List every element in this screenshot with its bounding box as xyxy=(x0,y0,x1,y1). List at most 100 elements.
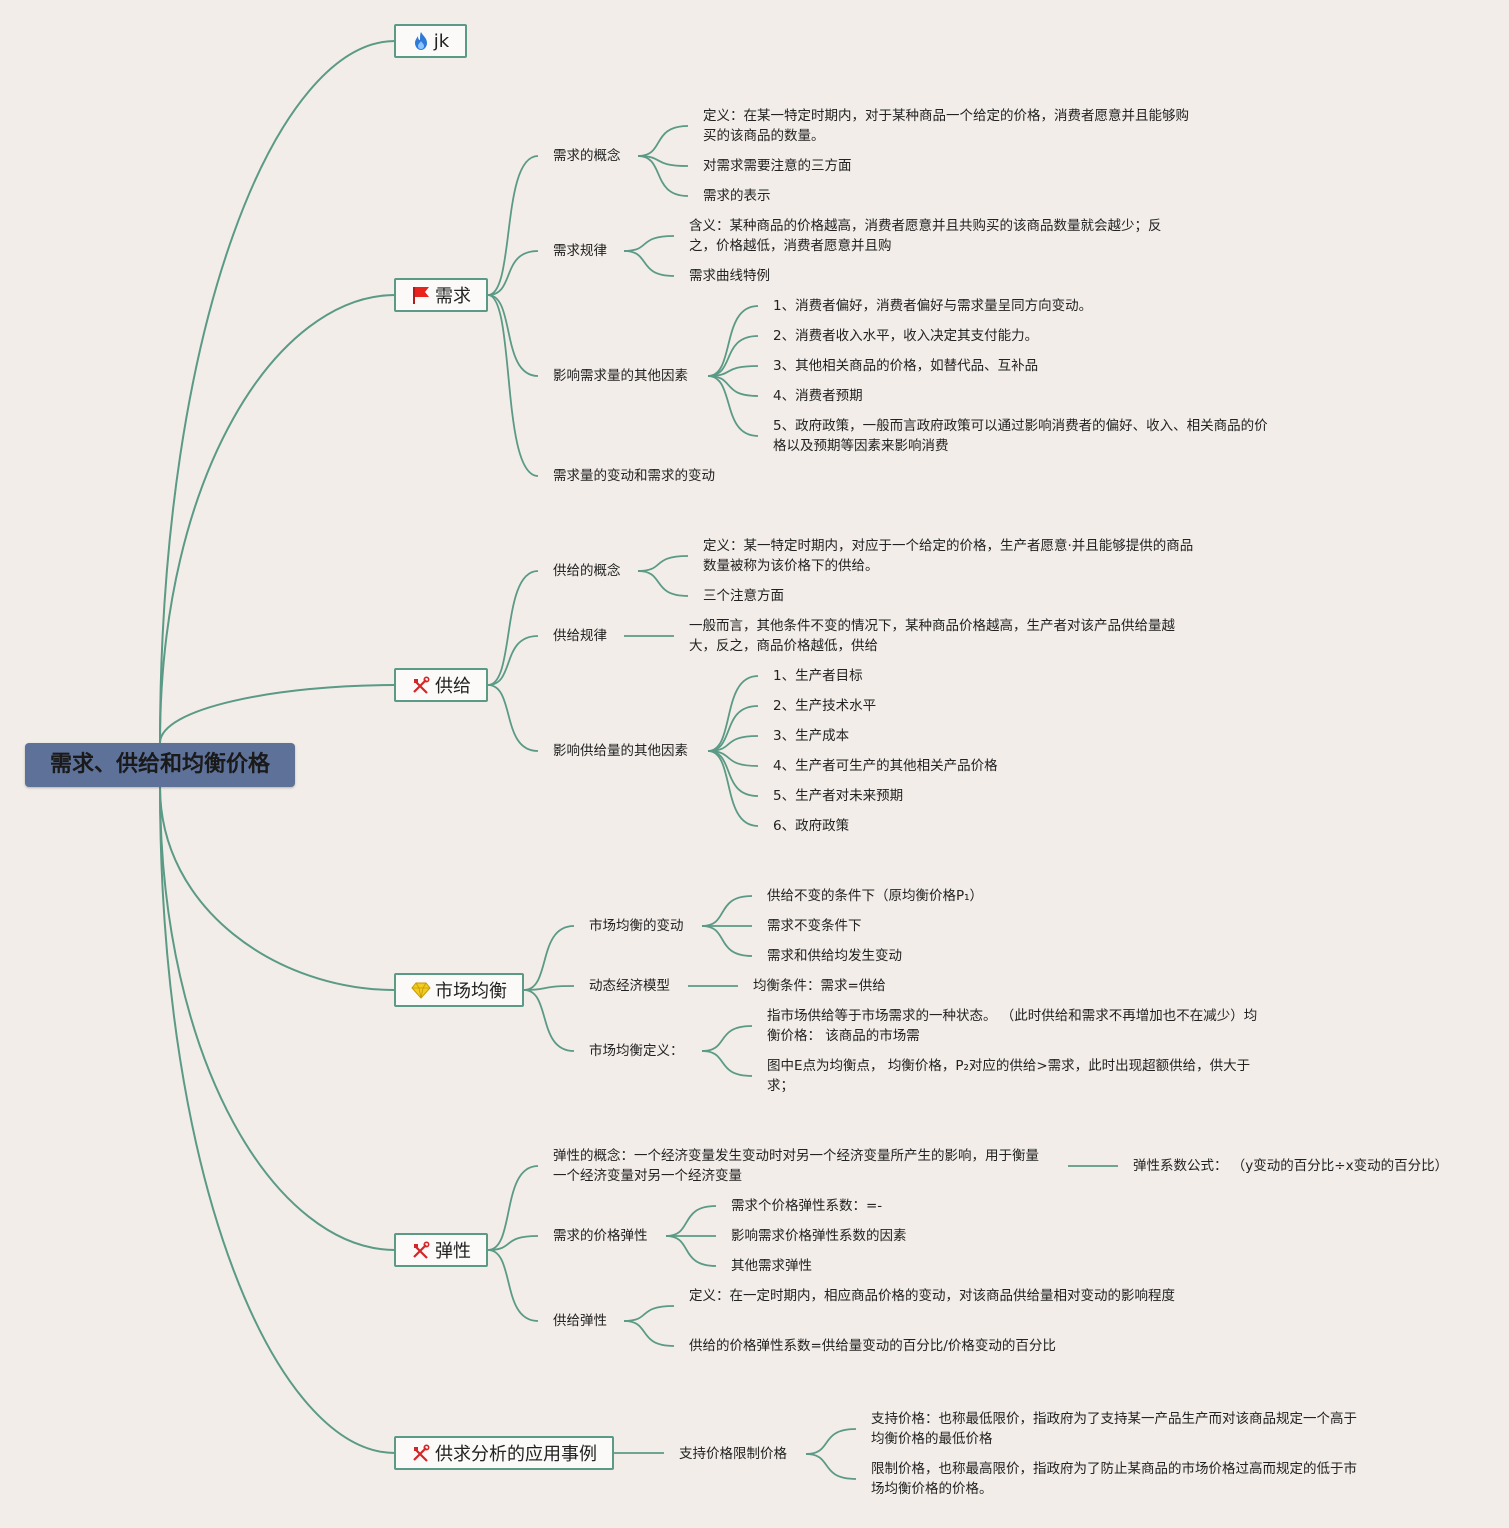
branch-supply[interactable]: 供给 xyxy=(394,668,488,702)
leaf-support-price[interactable]: 支持价格：也称最低限价，指政府为了支持某一产品生产而对该商品规定一个高于均衡价格… xyxy=(871,1411,1357,1447)
connector-curve xyxy=(707,750,759,797)
leaf-elasticity-formula[interactable]: 弹性系数公式： （y变动的百分比÷x变动的百分比） xyxy=(1133,1158,1449,1174)
leaf-demand-factor-5[interactable]: 5、政府政策，一般而言政府政策可以通过影响消费者的偏好、收入、相关商品的价格以及… xyxy=(773,418,1268,454)
leaf-supply-factor-1[interactable]: 1、生产者目标 xyxy=(773,668,863,684)
connector-curve xyxy=(487,1235,539,1251)
leaf-supply-factor-4[interactable]: 4、生产者可生产的其他相关产品价格 xyxy=(773,758,998,774)
topic-market-definition[interactable]: 市场均衡定义： xyxy=(589,1043,684,1059)
topic-demand-factors[interactable]: 影响需求量的其他因素 xyxy=(553,368,688,384)
leaf-demand-curve-exception[interactable]: 需求曲线特例 xyxy=(689,268,770,284)
diamond-icon xyxy=(411,980,431,1000)
branch-jk[interactable]: jk xyxy=(394,24,467,58)
topic-market-model[interactable]: 动态经济模型 xyxy=(589,978,670,994)
topic-supply-concept[interactable]: 供给的概念 xyxy=(553,563,621,579)
connector-curve xyxy=(707,375,759,397)
tools-icon xyxy=(411,675,431,695)
leaf-supply-definition[interactable]: 定义：某一特定时期内，对应于一个给定的价格，生产者愿意·并且能够提供的商品数量被… xyxy=(703,538,1194,574)
connector-curve xyxy=(701,925,753,957)
connector-curve xyxy=(707,375,759,437)
branch-label: 供给 xyxy=(435,676,471,697)
leaf-supply-factor-5[interactable]: 5、生产者对未来预期 xyxy=(773,788,904,804)
connector-trunk xyxy=(159,684,396,744)
connector-curve xyxy=(701,1025,753,1052)
connector-curve xyxy=(487,294,539,477)
leaf-elasticity-coefficient[interactable]: 需求个价格弹性系数：=- xyxy=(731,1198,883,1214)
branch-application[interactable]: 供求分析的应用事例 xyxy=(394,1436,614,1470)
branch-label: 市场均衡 xyxy=(435,981,507,1002)
leaf-supply-elasticity-coefficient[interactable]: 供给的价格弹性系数=供给量变动的百分比/价格变动的百分比 xyxy=(689,1338,1056,1354)
connector-curve xyxy=(487,294,539,377)
branch-label: 需求 xyxy=(435,286,471,307)
branch-demand[interactable]: 需求 xyxy=(394,278,488,312)
red-flag-icon xyxy=(411,285,431,305)
topic-market-change[interactable]: 市场均衡的变动 xyxy=(589,918,684,934)
leaf-supply-factor-2[interactable]: 2、生产技术水平 xyxy=(773,698,877,714)
leaf-elasticity-factors[interactable]: 影响需求价格弹性系数的因素 xyxy=(731,1228,907,1244)
connector-curve xyxy=(487,635,539,686)
connector-curve xyxy=(523,925,575,991)
connector-curve xyxy=(623,235,675,252)
leaf-market-both-change[interactable]: 需求和供给均发生变动 xyxy=(767,948,902,964)
leaf-supply-law-meaning[interactable]: 一般而言，其他条件不变的情况下，某种商品价格越高，生产者对该产品供给量越大，反之… xyxy=(689,618,1175,654)
leaf-ceiling-price[interactable]: 限制价格，也称最高限价，指政府为了防止某商品的市场价格过高而规定的低于市场均衡价… xyxy=(871,1461,1357,1497)
connector-curve xyxy=(487,684,539,752)
leaf-demand-definition[interactable]: 定义：在某一特定时期内，对于某种商品一个给定的价格，消费者愿意并且能够购买的该商… xyxy=(703,108,1189,144)
leaf-market-supply-constant[interactable]: 供给不变的条件下（原均衡价格P₁） xyxy=(767,888,984,904)
connector-trunk xyxy=(159,294,396,744)
branch-market[interactable]: 市场均衡 xyxy=(394,973,524,1007)
connector-curve xyxy=(637,155,689,197)
topic-demand-change[interactable]: 需求量的变动和需求的变动 xyxy=(553,468,715,484)
connector-curve xyxy=(707,335,759,377)
connector-curve xyxy=(701,895,753,927)
connector-curve xyxy=(623,1305,675,1322)
leaf-demand-factor-4[interactable]: 4、消费者预期 xyxy=(773,388,863,404)
leaf-demand-factor-2[interactable]: 2、消费者收入水平，收入决定其支付能力。 xyxy=(773,328,1039,344)
connector-trunk xyxy=(159,40,396,744)
topic-supply-law[interactable]: 供给规律 xyxy=(553,628,607,644)
connector-curve xyxy=(637,125,689,157)
connector-curve xyxy=(523,985,575,991)
topic-demand-concept[interactable]: 需求的概念 xyxy=(553,148,621,164)
flame-icon xyxy=(412,31,430,51)
branch-label: 供求分析的应用事例 xyxy=(435,1444,597,1465)
leaf-market-definition-state[interactable]: 指市场供给等于市场需求的一种状态。 （此时供给和需求不再增加也不在减少）均衡价格… xyxy=(767,1008,1258,1044)
topic-elasticity-concept[interactable]: 弹性的概念：一个经济变量发生变动时对另一个经济变量所产生的影响，用于衡量一个经济… xyxy=(553,1148,1039,1184)
topic-elasticity-price[interactable]: 需求的价格弹性 xyxy=(553,1228,648,1244)
leaf-demand-law-meaning[interactable]: 含义：某种商品的价格越高，消费者愿意并且共购买的该商品数量就会越少；反之，价格越… xyxy=(689,218,1162,254)
connector-curve xyxy=(523,989,575,1052)
leaf-supply-factor-3[interactable]: 3、生产成本 xyxy=(773,728,850,744)
connector-curve xyxy=(665,1205,717,1237)
branch-label: jk xyxy=(433,30,450,52)
leaf-demand-representation[interactable]: 需求的表示 xyxy=(703,188,771,204)
leaf-demand-factor-1[interactable]: 1、消费者偏好，消费者偏好与需求量呈同方向变动。 xyxy=(773,298,1093,314)
topic-supply-factors[interactable]: 影响供给量的其他因素 xyxy=(553,743,688,759)
connector-curve xyxy=(707,750,759,827)
tools-icon xyxy=(411,1240,431,1260)
connector-trunk xyxy=(159,786,396,1454)
topic-elasticity-supply[interactable]: 供给弹性 xyxy=(553,1313,607,1329)
connector-curve xyxy=(701,1050,753,1077)
leaf-supply-three-aspects[interactable]: 三个注意方面 xyxy=(703,588,784,604)
topic-application-prices[interactable]: 支持价格限制价格 xyxy=(679,1446,787,1462)
connector-curve xyxy=(665,1235,717,1267)
tools-icon xyxy=(411,1443,431,1463)
branch-elasticity[interactable]: 弹性 xyxy=(394,1233,488,1267)
leaf-demand-factor-3[interactable]: 3、其他相关商品的价格，如替代品、互补品 xyxy=(773,358,1039,374)
leaf-market-demand-constant[interactable]: 需求不变条件下 xyxy=(767,918,862,934)
connector-curve xyxy=(623,250,675,277)
connector-curve xyxy=(623,1320,675,1347)
leaf-market-equilibrium-condition[interactable]: 均衡条件：需求=供给 xyxy=(753,978,886,994)
leaf-demand-three-aspects[interactable]: 对需求需要注意的三方面 xyxy=(703,158,852,174)
connector-curve xyxy=(637,570,689,597)
leaf-supply-factor-6[interactable]: 6、政府政策 xyxy=(773,818,850,834)
topic-demand-law[interactable]: 需求规律 xyxy=(553,243,607,259)
connector-curve xyxy=(487,250,539,296)
connector-trunk xyxy=(159,786,396,1251)
root-topic[interactable]: 需求、供给和均衡价格 xyxy=(25,743,295,787)
leaf-supply-elasticity-definition[interactable]: 定义：在一定时期内，相应商品价格的变动，对该商品供给量相对变动的影响程度 xyxy=(689,1288,1175,1304)
connector-curve xyxy=(707,675,759,752)
leaf-elasticity-other[interactable]: 其他需求弹性 xyxy=(731,1258,812,1274)
leaf-market-point-e[interactable]: 图中E点为均衡点， 均衡价格，P₂对应的供给>需求，此时出现超额供给，供大于求； xyxy=(767,1058,1251,1094)
connector-curve xyxy=(487,1165,539,1251)
